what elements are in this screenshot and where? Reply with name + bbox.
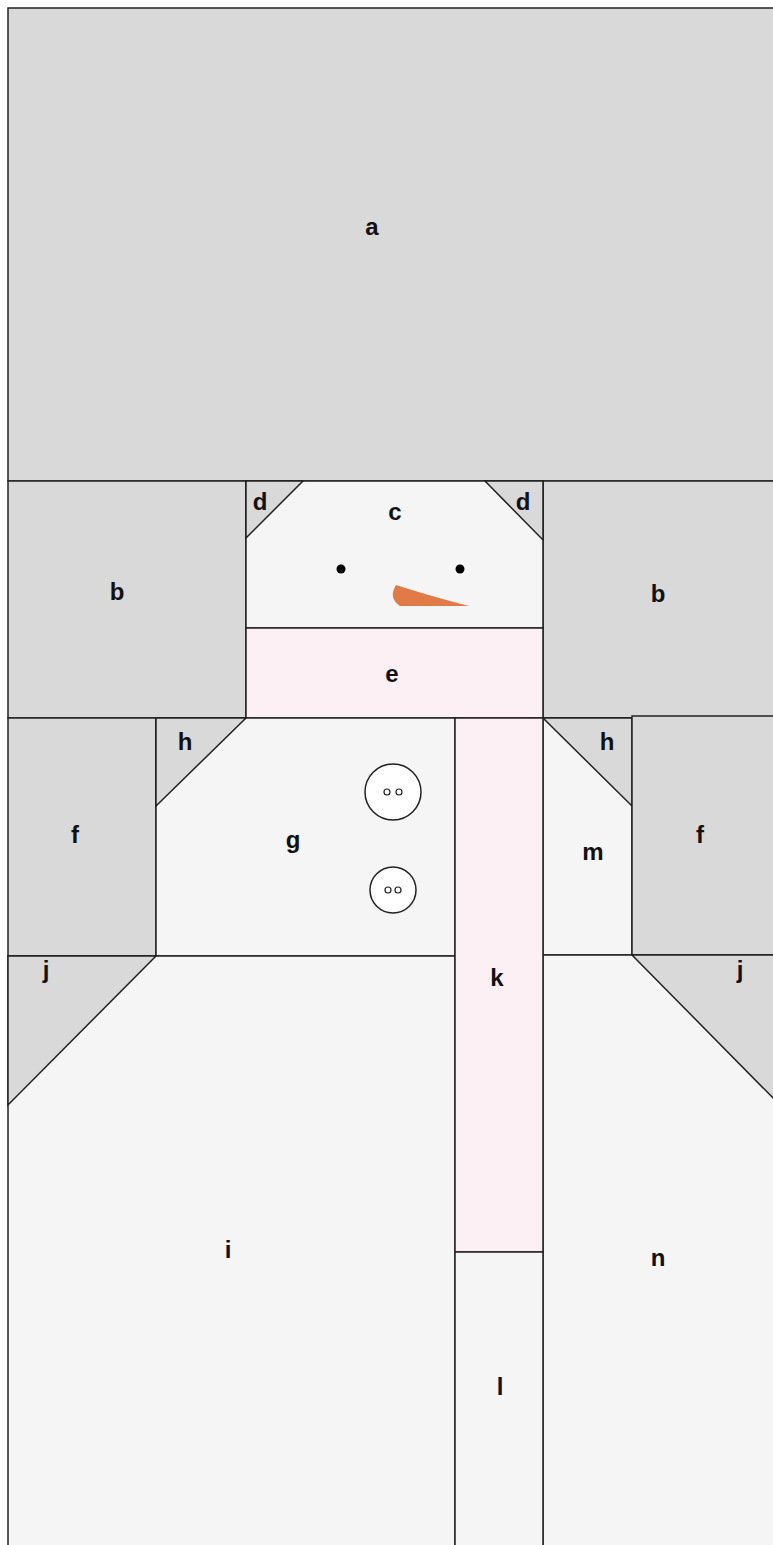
- piece-c: [246, 481, 543, 628]
- snowman-eye: [337, 565, 346, 574]
- button: [370, 867, 416, 913]
- piece-j: [632, 955, 773, 1103]
- piece-letter: f: [71, 823, 79, 847]
- piece-b: [543, 481, 773, 718]
- piece-j: [8, 956, 156, 1105]
- piece-e: [246, 628, 543, 718]
- piece-letter: l: [497, 1375, 504, 1399]
- piece-letter: d: [516, 490, 531, 514]
- piece-k: [455, 718, 543, 1252]
- piece-b: [8, 481, 246, 718]
- piece-letter: d: [253, 490, 268, 514]
- snowman-eye: [456, 565, 465, 574]
- piece-i: [8, 956, 455, 1545]
- piece-letter: m: [582, 840, 603, 864]
- piece-letter: h: [178, 730, 193, 754]
- piece-letter: i: [225, 1238, 232, 1262]
- piece-d: [246, 481, 303, 538]
- piece-f: [8, 718, 156, 956]
- piece-letter: a: [365, 215, 378, 239]
- piece-a: [8, 8, 773, 481]
- piece-l: [455, 1252, 543, 1545]
- piece-letter: j: [737, 958, 744, 982]
- piece-letter: n: [651, 1246, 666, 1270]
- carrot-nose: [393, 585, 469, 606]
- piece-n: [543, 955, 773, 1545]
- piece-letter: g: [286, 828, 301, 852]
- piece-letter: j: [43, 958, 50, 982]
- piece-letter: e: [385, 662, 398, 686]
- piece-letter: b: [651, 582, 666, 606]
- piece-letter: k: [490, 966, 503, 990]
- piece-letter: h: [600, 730, 615, 754]
- piece-h: [543, 718, 632, 806]
- piece-h: [156, 718, 246, 806]
- piece-letter: f: [696, 823, 704, 847]
- piece-g: [156, 718, 455, 956]
- piece-d: [485, 481, 543, 540]
- piece-letter: b: [110, 580, 125, 604]
- button: [365, 764, 421, 820]
- piece-letter: c: [388, 500, 401, 524]
- piece-m: [543, 718, 632, 955]
- piece-f: [632, 716, 773, 955]
